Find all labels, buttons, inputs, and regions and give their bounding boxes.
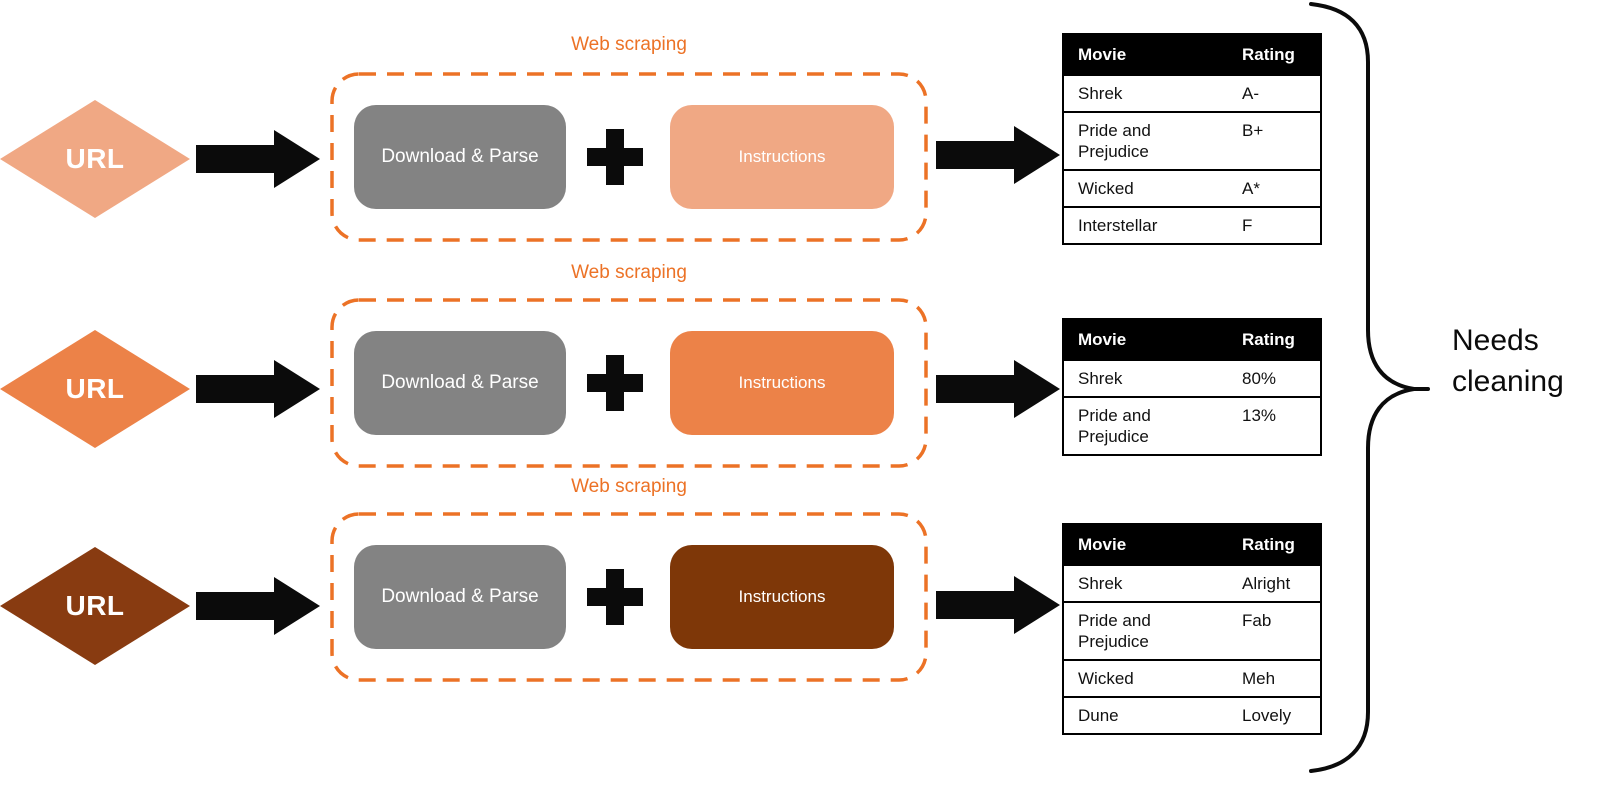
table-row: Wicked Meh <box>1063 659 1321 697</box>
flow-arrow-icon <box>196 577 320 635</box>
url-diamond-2: URL <box>0 330 190 448</box>
movie-header: Movie <box>1063 524 1228 565</box>
web-scraping-label-2: Web scraping <box>571 262 687 283</box>
ratings-table-2: Movie Rating Shrek 80% Pride and Prejudi… <box>1062 318 1322 456</box>
table-header-row: Movie Rating <box>1063 34 1321 75</box>
download-parse-box-1: Download & Parse <box>354 105 566 209</box>
rating-header: Rating <box>1228 34 1321 75</box>
table-row: Shrek A- <box>1063 74 1321 112</box>
url-diamond-1: URL <box>0 100 190 218</box>
ratings-table-1: Movie Rating Shrek A- Pride and Prejudic… <box>1062 33 1322 245</box>
web-scraping-group-border-2 <box>330 298 928 468</box>
web-scraping-group-border-1 <box>330 72 928 242</box>
flow-arrow-icon <box>936 576 1060 634</box>
instructions-box-3: Instructions <box>670 545 894 649</box>
rating-header: Rating <box>1228 319 1321 360</box>
movie-header: Movie <box>1063 319 1228 360</box>
web-scraping-label-1: Web scraping <box>571 34 687 55</box>
flow-arrow-icon <box>936 126 1060 184</box>
table-row: Shrek Alright <box>1063 564 1321 602</box>
web-scraping-label-3: Web scraping <box>571 476 687 497</box>
table-row: Pride and Prejudice 13% <box>1063 396 1321 455</box>
table-header-row: Movie Rating <box>1063 524 1321 565</box>
flow-arrow-icon <box>936 360 1060 418</box>
flow-arrow-icon <box>196 360 320 418</box>
download-parse-box-2: Download & Parse <box>354 331 566 435</box>
movie-header: Movie <box>1063 34 1228 75</box>
flow-arrow-icon <box>196 130 320 188</box>
plus-icon <box>587 355 643 411</box>
instructions-box-2: Instructions <box>670 331 894 435</box>
rating-header: Rating <box>1228 524 1321 565</box>
ratings-table-3: Movie Rating Shrek Alright Pride and Pre… <box>1062 523 1322 735</box>
table-row: Pride and Prejudice B+ <box>1063 111 1321 170</box>
table-header-row: Movie Rating <box>1063 319 1321 360</box>
table-row: Interstellar F <box>1063 206 1321 244</box>
download-parse-box-3: Download & Parse <box>354 545 566 649</box>
table-row: Pride and Prejudice Fab <box>1063 601 1321 660</box>
table-row: Shrek 80% <box>1063 359 1321 397</box>
instructions-box-1: Instructions <box>670 105 894 209</box>
table-row: Dune Lovely <box>1063 696 1321 734</box>
url-diamond-3: URL <box>0 547 190 665</box>
table-row: Wicked A* <box>1063 169 1321 207</box>
needs-cleaning-label: Needs cleaning <box>1452 324 1564 398</box>
plus-icon <box>587 569 643 625</box>
plus-icon <box>587 129 643 185</box>
web-scraping-group-border-3 <box>330 512 928 682</box>
